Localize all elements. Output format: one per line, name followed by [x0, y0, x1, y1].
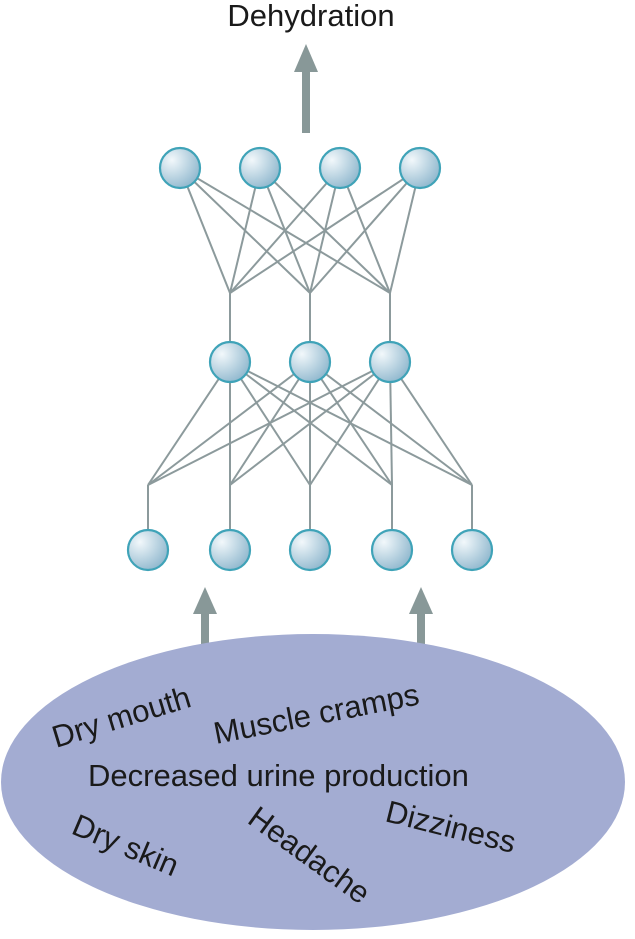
symptom-decreased-urine: Decreased urine production: [88, 758, 469, 793]
edge-output-3-junction-0: [229, 167, 421, 294]
output-arrow: [294, 44, 318, 133]
output-node-4: [398, 146, 442, 190]
edge-hidden-2-junction-0: [147, 361, 391, 486]
input-node-4: [370, 528, 414, 572]
edge-output-1-junction-0: [229, 167, 261, 294]
input-arrow-right: [409, 587, 433, 644]
input-node-2: [208, 528, 252, 572]
input-node-5: [450, 528, 494, 572]
network-nodes: [126, 146, 494, 572]
output-node-2: [238, 146, 282, 190]
symptoms-ellipse: [1, 634, 625, 930]
output-node-1: [158, 146, 202, 190]
hidden-node-1: [208, 340, 252, 384]
edge-hidden-2-junction-4: [389, 361, 473, 486]
edge-output-0-junction-0: [179, 167, 231, 294]
edge-hidden-1-junction-0: [147, 361, 311, 486]
output-node-3: [318, 146, 362, 190]
hidden-node-2: [288, 340, 332, 384]
edge-hidden-0-junction-0: [147, 361, 231, 486]
output-label: Dehydration: [227, 0, 394, 33]
hidden-node-3: [368, 340, 412, 384]
edge-hidden-2-junction-2: [309, 361, 391, 486]
input-node-3: [288, 528, 332, 572]
edge-output-2-junction-0: [229, 167, 341, 294]
input-arrow-left: [193, 587, 217, 644]
edge-output-3-junction-2: [389, 167, 421, 294]
edge-output-3-junction-1: [309, 167, 421, 294]
edge-hidden-2-junction-1: [229, 361, 391, 486]
input-node-1: [126, 528, 170, 572]
